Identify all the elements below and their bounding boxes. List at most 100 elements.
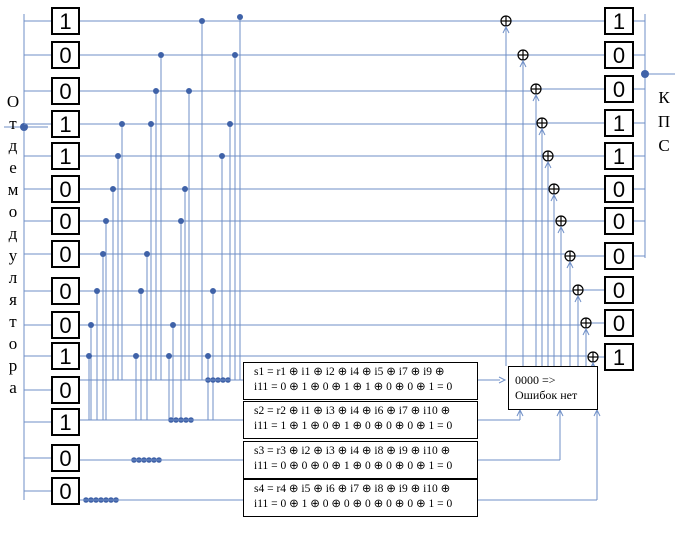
tap-dot <box>158 52 164 58</box>
label-char: о <box>8 202 18 221</box>
tap-dot <box>186 88 192 94</box>
right-bit-8: 0 <box>604 242 634 270</box>
tap-dot <box>88 322 94 328</box>
tap-dot <box>170 322 176 328</box>
left-bit-2: 0 <box>51 41 80 69</box>
xor-icon <box>564 250 576 262</box>
label-char: л <box>8 268 18 287</box>
left-bit-7: 0 <box>51 207 80 235</box>
label-char: е <box>9 158 17 177</box>
right-bit-6: 0 <box>604 175 634 203</box>
label-char: К <box>658 88 670 107</box>
tap-dot <box>119 121 125 127</box>
equation-line: i11 = 0 ⊕ 1 ⊕ 0 ⊕ 0 ⊕ 0 ⊕ 0 ⊕ 0 ⊕ 1 = 0 <box>254 498 453 510</box>
right-bit-9: 0 <box>604 276 634 304</box>
tap-dot <box>138 288 144 294</box>
syndrome-value: 0000 => <box>515 373 556 387</box>
tap-dot <box>144 251 150 257</box>
s2-arrow <box>516 408 524 417</box>
tap-dot <box>205 353 211 359</box>
tap-dot <box>86 353 92 359</box>
tap-dot <box>227 121 233 127</box>
tap-dot <box>199 18 205 24</box>
syndrome-s1-box: s1 = r1 ⊕ i1 ⊕ i2 ⊕ i4 ⊕ i5 ⊕ i7 ⊕ i9 ⊕ … <box>243 362 478 400</box>
equation-line: i11 = 0 ⊕ 0 ⊕ 0 ⊕ 1 ⊕ 0 ⊕ 0 ⊕ 0 ⊕ 1 = 0 <box>254 460 453 472</box>
tap-dot <box>166 353 172 359</box>
tap-dot <box>148 121 154 127</box>
tap-dot <box>219 153 225 159</box>
right-bit-3: 0 <box>604 75 634 103</box>
output-junction-dot <box>641 70 649 78</box>
syndrome-s4-box: s4 = r4 ⊕ i5 ⊕ i6 ⊕ i7 ⊕ i8 ⊕ i9 ⊕ i10 ⊕… <box>243 479 478 517</box>
tap-dot <box>210 288 216 294</box>
correction-arrow <box>582 327 590 336</box>
equation-line: i11 = 1 ⊕ 1 ⊕ 0 ⊕ 1 ⊕ 0 ⊕ 0 ⊕ 0 ⊕ 1 = 0 <box>254 420 453 432</box>
tap-dot <box>232 52 238 58</box>
syndrome-s3-box: s3 = r3 ⊕ i2 ⊕ i3 ⊕ i4 ⊕ i8 ⊕ i9 ⊕ i10 ⊕… <box>243 441 478 479</box>
correction-arrow <box>557 225 565 234</box>
correction-arrow <box>550 193 558 202</box>
left-bit-5: 1 <box>51 142 80 170</box>
equation-line: s3 = r3 ⊕ i2 ⊕ i3 ⊕ i4 ⊕ i8 ⊕ i9 ⊕ i10 ⊕ <box>254 445 451 457</box>
label-char: д <box>8 136 18 155</box>
xor-icon <box>587 351 599 363</box>
equation-line: s4 = r4 ⊕ i5 ⊕ i6 ⊕ i7 ⊕ i8 ⊕ i9 ⊕ i10 ⊕ <box>254 483 451 495</box>
correction-arrow <box>544 160 552 169</box>
equation-line: s1 = r1 ⊕ i1 ⊕ i2 ⊕ i4 ⊕ i5 ⊕ i7 ⊕ i9 ⊕ <box>254 366 445 378</box>
left-bit-11: 1 <box>51 342 80 370</box>
tap-dot <box>94 288 100 294</box>
tap-dot <box>237 14 243 20</box>
s1-arrow <box>498 376 507 384</box>
left-bit-4: 1 <box>51 110 80 138</box>
left-bit-10: 0 <box>51 311 80 339</box>
right-bit-5: 1 <box>604 142 634 170</box>
result-text: Ошибок нет <box>515 388 578 402</box>
syndrome-result-box: 0000 => Ошибок нет <box>508 366 598 410</box>
s4-arrow <box>593 408 601 417</box>
label-char: я <box>9 290 17 309</box>
xor-icon <box>530 83 542 95</box>
right-bit-1: 1 <box>604 7 634 35</box>
right-bit-4: 1 <box>604 109 634 137</box>
right-bit-2: 0 <box>604 41 634 69</box>
xor-icon <box>555 215 567 227</box>
xor-icon <box>572 284 584 296</box>
right-bit-11: 1 <box>604 343 634 371</box>
label-char: у <box>8 246 18 265</box>
label-char: а <box>9 378 17 397</box>
syndrome-s2-box: s2 = r2 ⊕ i1 ⊕ i3 ⊕ i4 ⊕ i6 ⊕ i7 ⊕ i10 ⊕… <box>243 401 478 439</box>
correction-arrow <box>532 93 540 102</box>
xor-icon <box>517 49 529 61</box>
label-char: С <box>658 136 670 155</box>
xor-icon <box>500 15 512 27</box>
label-char: т <box>9 114 17 133</box>
xor-icon <box>536 117 548 129</box>
correction-arrow <box>566 260 574 269</box>
label-char: р <box>8 356 18 375</box>
left-bit-8: 0 <box>51 240 80 268</box>
left-bit-13: 1 <box>51 408 80 436</box>
correction-arrow <box>519 59 527 68</box>
left-bit-1: 1 <box>51 7 80 35</box>
label-char: О <box>6 92 20 111</box>
correction-arrow <box>574 294 582 303</box>
tap-dot <box>153 88 159 94</box>
label-char: о <box>8 334 18 353</box>
tap-dot <box>182 186 188 192</box>
correction-arrow <box>502 25 510 34</box>
tap-dot <box>133 353 139 359</box>
left-bit-15: 0 <box>51 477 80 505</box>
s3-arrow <box>556 408 564 417</box>
tap-dot <box>100 251 106 257</box>
left-bit-3: 0 <box>51 77 80 105</box>
xor-icon <box>542 150 554 162</box>
tap-dot <box>103 218 109 224</box>
left-bit-12: 0 <box>51 376 80 404</box>
left-bit-6: 0 <box>51 175 80 203</box>
label-char: д <box>8 224 18 243</box>
tap-dot <box>178 218 184 224</box>
input-junction-dot <box>20 123 28 131</box>
left-bit-9: 0 <box>51 277 80 305</box>
